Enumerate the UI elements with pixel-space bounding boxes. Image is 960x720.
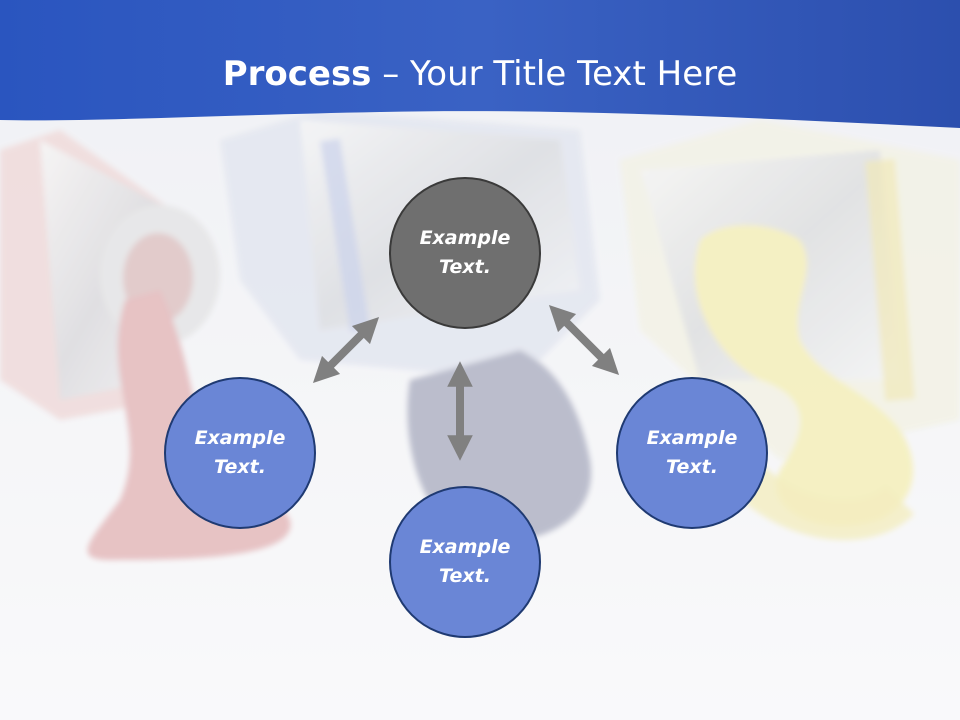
process-node-left: Example Text. — [164, 377, 316, 529]
page-title: Process – Your Title Text Here — [0, 52, 960, 96]
process-node-center: Example Text. — [389, 177, 541, 329]
process-node-left-label: Example Text. — [194, 427, 286, 478]
title-bold-part: Process — [222, 54, 372, 94]
title-rest: – Your Title Text Here — [371, 54, 738, 94]
double-arrow-upper-left — [312, 316, 380, 384]
header-band — [0, 0, 960, 128]
process-node-bottom-label: Example Text. — [419, 536, 511, 587]
process-node-right: Example Text. — [616, 377, 768, 529]
double-arrow-upper-right — [548, 304, 620, 376]
process-node-right-label: Example Text. — [646, 427, 738, 478]
process-node-bottom: Example Text. — [389, 486, 541, 638]
process-node-center-label: Example Text. — [419, 227, 511, 278]
